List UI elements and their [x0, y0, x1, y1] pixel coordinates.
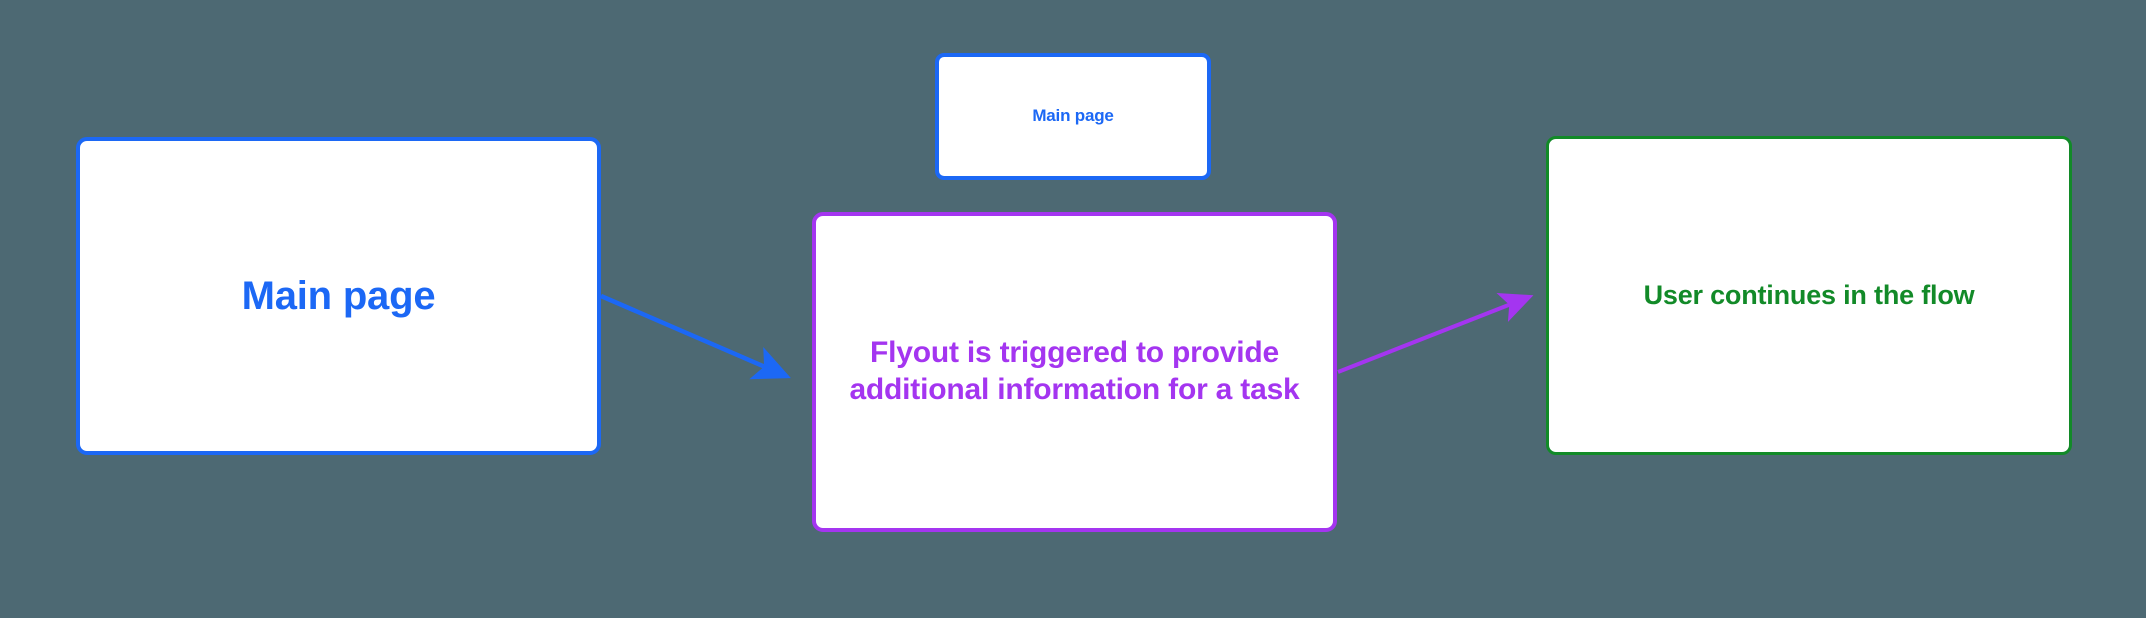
node-main-page-small-label: Main page [1032, 106, 1114, 126]
node-user-continues[interactable]: User continues in the flow [1546, 136, 2072, 455]
node-main-page-large[interactable]: Main page [76, 137, 601, 455]
node-user-continues-label: User continues in the flow [1643, 280, 1975, 311]
node-flyout[interactable]: Flyout is triggered to provide additiona… [812, 212, 1337, 532]
node-flyout-label: Flyout is triggered to provide additiona… [849, 336, 1300, 406]
connector-main-page-to-flyout [600, 293, 791, 380]
node-main-page-small[interactable]: Main page [935, 53, 1211, 180]
connector-flyout-to-user-continues [1337, 293, 1534, 374]
node-main-page-large-label: Main page [241, 274, 436, 318]
